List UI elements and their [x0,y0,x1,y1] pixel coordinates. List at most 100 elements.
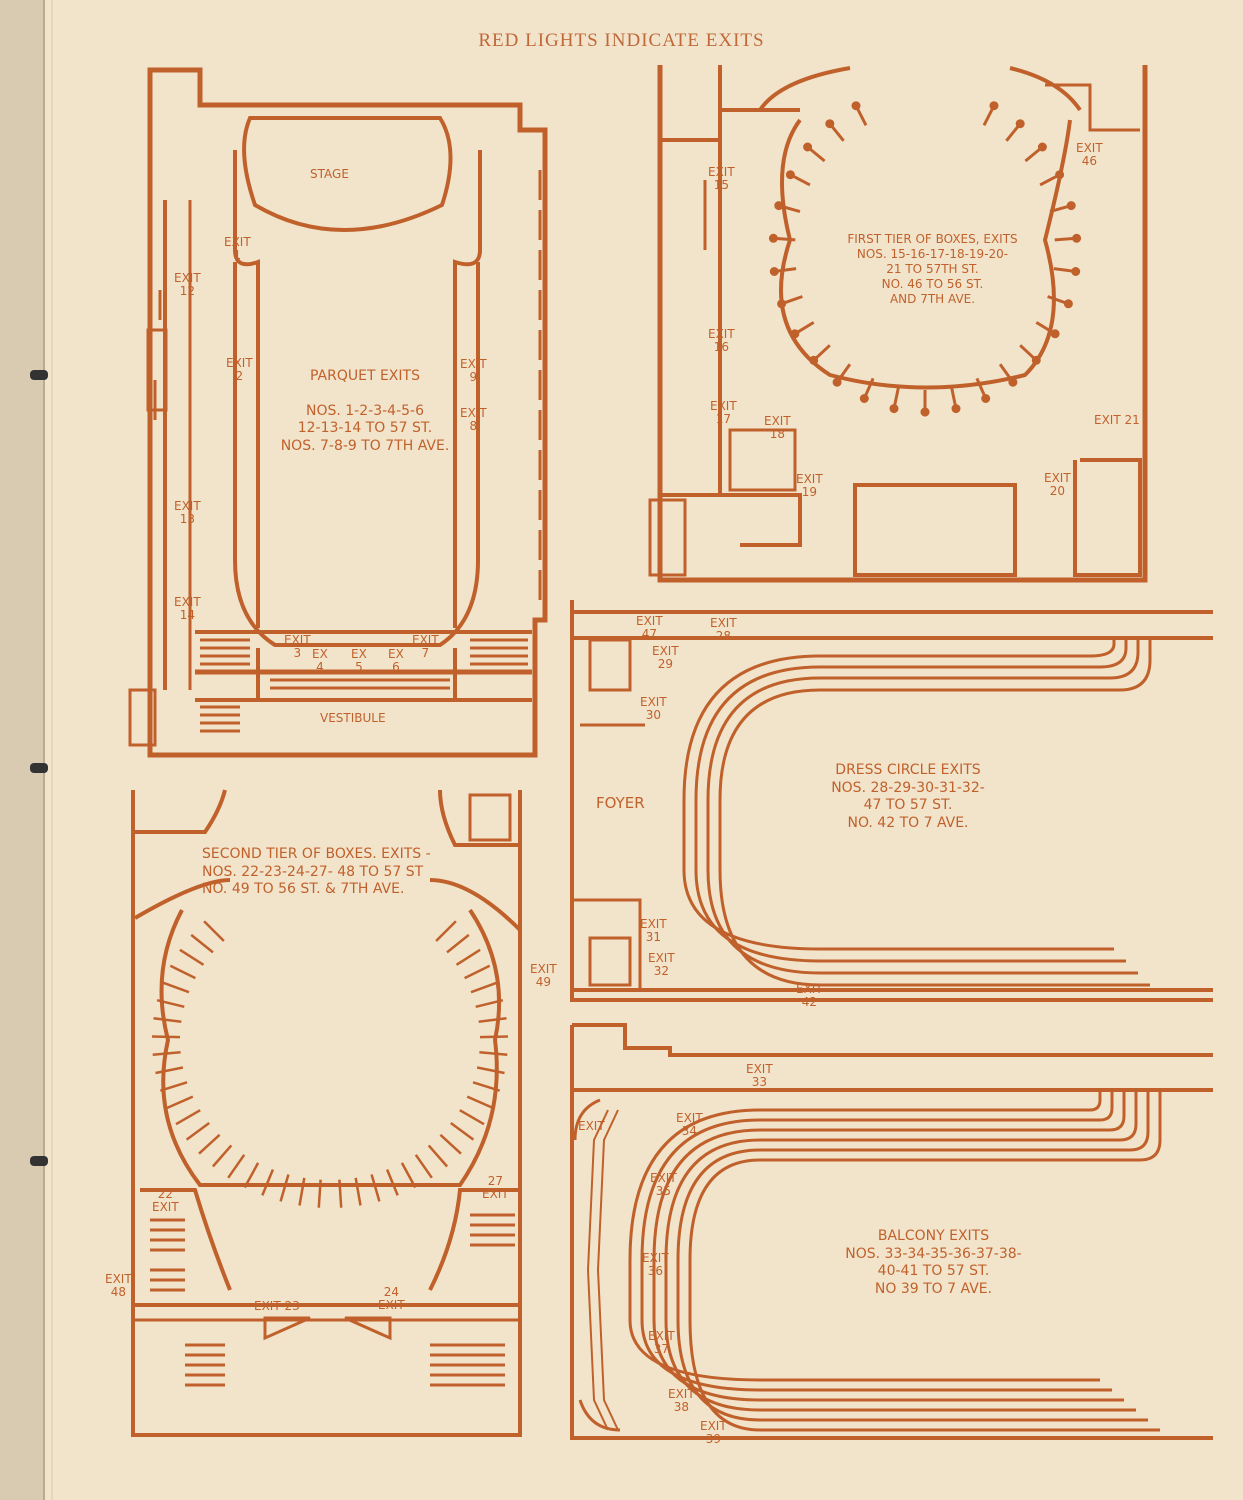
parquet-caption-title: PARQUET EXITS [310,367,420,384]
box-partition-end [920,407,930,417]
box-partition [198,1133,221,1155]
exit-36-label: EXIT 36 [642,1251,669,1278]
box-partition [298,1177,306,1206]
box-partition [427,1144,449,1168]
page-title: RED LIGHTS INDICATE EXITS [478,30,765,51]
exit-34-label: EXIT 34 [676,1111,703,1138]
box-partition-end [785,170,795,180]
exit-47-label: EXIT 47 [636,614,663,641]
box-partition [162,981,190,994]
box-partition-end [1031,355,1041,365]
box-partition-end [774,201,784,211]
exit-46-label: EXIT 46 [1076,141,1103,168]
box-partition [470,981,498,994]
stage-label: STAGE [310,167,349,181]
box-partition [185,1121,210,1141]
box-partition-end [981,394,991,403]
exit-6-label: EX 6 [388,647,404,674]
box-partition [338,1179,343,1208]
box-partition [243,1162,260,1189]
box-partition [279,1174,290,1202]
box-partition [190,933,214,954]
balcony-caption: BALCONY EXITS NOS. 33-34-35-36-37-38- 40… [845,1228,1022,1297]
box-partition [227,1154,246,1179]
exit-39-label: EXIT 39 [700,1419,727,1446]
binding-rings [30,370,48,1166]
box-partition-end [859,394,869,403]
exit-19-label: EXIT 19 [796,472,823,499]
box-partition-end [1037,142,1047,152]
exit-28-label: EXIT 28 [710,616,737,643]
exit-23-label: EXIT 23 [254,1299,300,1313]
box-partition [414,1154,433,1179]
box-partition-end [768,233,778,243]
box-partition-end [1050,329,1060,339]
exit-16-label: EXIT 16 [708,327,735,354]
exit-22-label: 22 EXIT [152,1187,179,1214]
exit-42-label: EXIT 42 [796,982,823,1009]
vestibule-label: VESTIBULE [320,711,386,725]
box-partition [464,964,491,980]
box-partition-end [851,101,861,111]
exit-33-label: EXIT 33 [746,1062,773,1089]
box-partition [179,948,205,966]
balcony-exit-label: EXIT [578,1119,605,1133]
box-partition [211,1144,233,1168]
box-partition [450,1121,475,1141]
box-partition [439,1133,462,1155]
box-partition [166,1095,194,1110]
box-partition [159,1081,188,1092]
box-partition [455,948,481,966]
box-partition [317,1179,322,1208]
exit-27-label: 27 EXIT [482,1174,509,1201]
box-partition [476,1066,505,1075]
exit-30-label: EXIT 30 [640,695,667,722]
box-partition-end [769,267,779,276]
box-partition [479,1051,508,1057]
box-partition [385,1169,399,1196]
box-partition [479,1035,509,1039]
exit-3-label: EXIT 3 [284,633,311,660]
exit-29-label: EXIT 29 [652,644,679,671]
first-tier-plan [648,65,1148,583]
box-partition [400,1162,417,1189]
box-partition-end [989,101,999,111]
parquet-caption-lines: NOS. 1-2-3-4-5-6 12-13-14 TO 57 ST. NOS.… [280,402,450,454]
first-tier-caption: FIRST TIER OF BOXES, EXITS NOS. 15-16-17… [847,232,1018,306]
exit-12-label: EXIT 12 [174,271,201,298]
exit-24-label: 24 EXIT [378,1285,405,1312]
box-partition [478,1016,507,1024]
exit-15-label: EXIT 15 [708,165,735,192]
box-partition-end [790,329,800,339]
box-partition [459,1109,485,1126]
box-partition [354,1177,362,1206]
box-partition-end [1055,170,1065,180]
exit-20-label: EXIT 20 [1044,471,1071,498]
box-partition-end [889,404,899,414]
box-partition-end [803,142,813,152]
box-partition-end [1063,299,1073,309]
box-partition-end [832,377,842,387]
box-partition [370,1174,381,1202]
box-partition [203,920,225,942]
dress-circle-plan [570,600,1213,1002]
box-partition [475,998,504,1009]
box-partition [151,1035,181,1039]
box-partition-end [777,299,787,309]
box-partition [435,920,457,942]
exit-17-label: EXIT 17 [710,399,737,426]
exit-7-label: EXIT 7 [412,633,439,660]
box-partition [153,1016,182,1024]
exit-4-label: EX 4 [312,647,328,674]
foyer-label: FOYER [596,794,645,812]
box-partition-end [1066,201,1076,211]
exit-1-label: EXIT 1 [224,235,251,262]
exit-14-label: EXIT 14 [174,595,201,622]
box-partition [446,933,470,954]
box-partition-end [951,404,961,414]
exit-9-label: EXIT 9 [460,357,487,384]
exit-13-label: EXIT 13 [174,499,201,526]
dress-circle-caption: DRESS CIRCLE EXITS NOS. 28-29-30-31-32- … [831,762,985,831]
second-tier-box-partitions [151,920,509,1208]
